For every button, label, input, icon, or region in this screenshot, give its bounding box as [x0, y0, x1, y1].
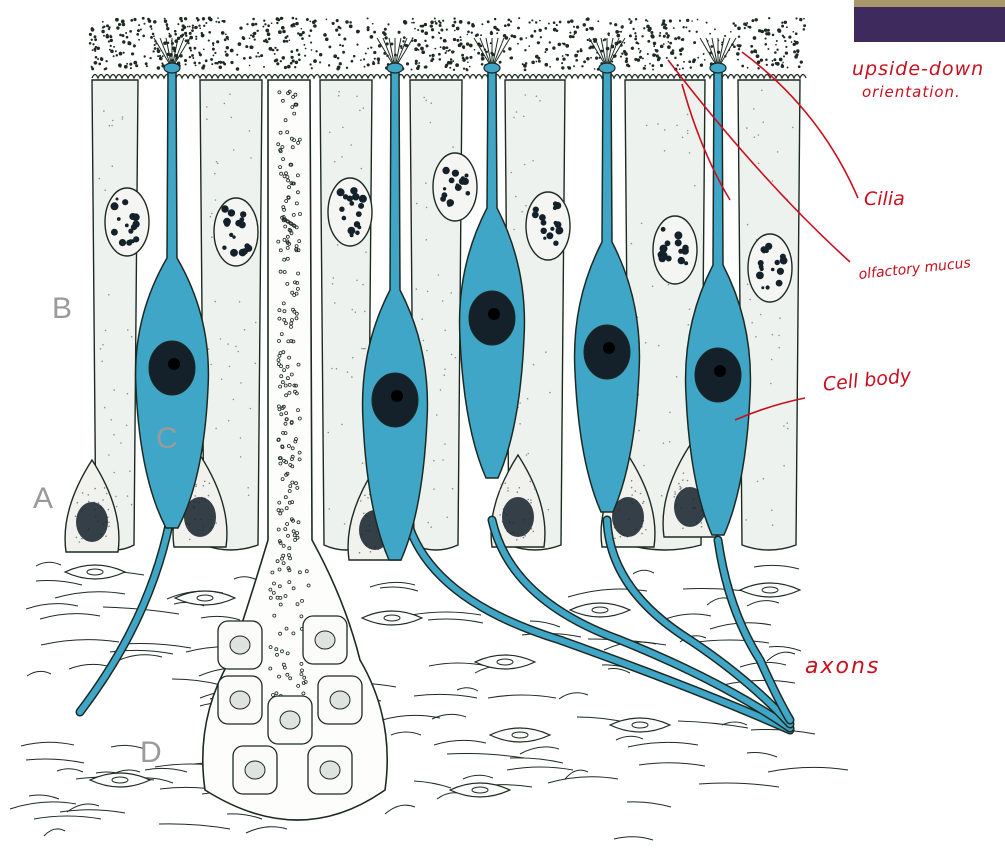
axon [77, 517, 173, 715]
connective-cell [488, 727, 552, 743]
supporting-cell-nucleus [525, 191, 571, 261]
slide-accent-bar [854, 0, 1005, 42]
accent-purple-block [854, 7, 1005, 42]
basal-cell-nucleus [612, 497, 644, 537]
receptor-neuron [573, 67, 641, 513]
mucus-layer [88, 16, 807, 80]
connective-cell [473, 654, 537, 670]
supporting-cell-nucleus [104, 187, 150, 257]
supporting-cell [319, 79, 373, 551]
note-cilia: Cilia [864, 188, 905, 210]
dendritic-knob [709, 62, 727, 74]
label-b: B [52, 292, 73, 325]
axon-bundle [75, 515, 795, 735]
dendritic-knob [386, 62, 404, 74]
accent-gold-stripe [854, 0, 1005, 7]
receptor-neuron [361, 67, 429, 561]
note-axons: axons [805, 654, 881, 679]
basal-cell-nucleus [76, 502, 108, 542]
connective-cell [738, 582, 802, 598]
olfactory-receptor-neurons [134, 37, 752, 561]
connective-cell [608, 717, 672, 733]
label-d: D [140, 736, 162, 769]
basal-cell-nucleus [184, 497, 216, 537]
note-orientation: orientation. [862, 83, 961, 101]
connective-cell [448, 782, 512, 798]
supporting-cells [91, 79, 801, 551]
bowman-gland [202, 79, 388, 821]
dendritic-knob [163, 62, 181, 74]
basal-cell-nucleus [674, 487, 706, 527]
basal-cells [64, 443, 718, 561]
receptor-neuron [458, 67, 526, 479]
note-upside-down: upside-down [852, 58, 985, 80]
label-c: C [156, 422, 178, 455]
axon [715, 537, 793, 723]
connective-cell [360, 610, 424, 626]
axon [489, 517, 793, 731]
receptor-neuron [134, 67, 210, 529]
axon [604, 517, 793, 727]
axon [404, 517, 793, 733]
connective-cell [568, 602, 632, 618]
connective-cell [63, 564, 127, 580]
annotation-pointer-lines [667, 51, 859, 421]
pointer-line [667, 59, 851, 263]
microvilli-border [91, 73, 807, 80]
connective-tissue [9, 561, 849, 841]
label-a: A [33, 482, 54, 515]
basal-cell-nucleus [502, 497, 534, 537]
pointer-line [681, 83, 731, 201]
pointer-line [734, 397, 806, 421]
dendritic-knob [598, 62, 616, 74]
pointer-line [741, 51, 859, 199]
connective-cell [88, 772, 152, 788]
dendritic-knob [483, 62, 501, 74]
supporting-cell [737, 79, 801, 551]
supporting-cell-nucleus [652, 215, 698, 285]
connective-cell [173, 590, 237, 606]
receptor-neuron [684, 67, 752, 536]
